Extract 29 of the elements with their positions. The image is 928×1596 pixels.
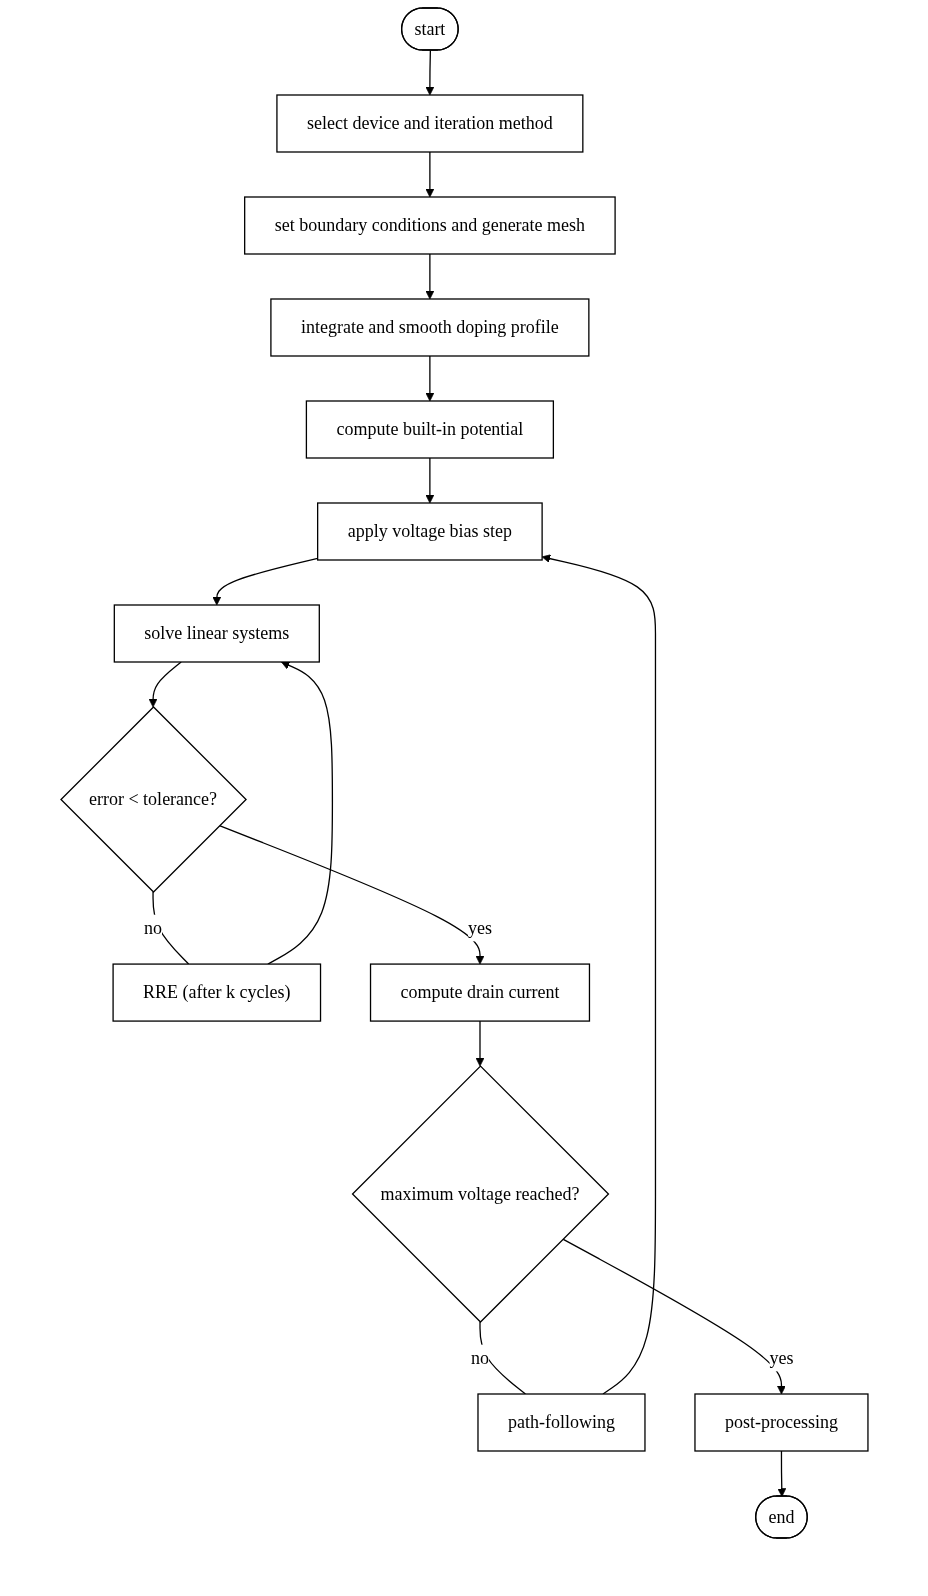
edge-label: yes	[467, 917, 492, 938]
arrow	[218, 825, 484, 965]
node-diamond: maximum voltage reached?	[351, 1065, 609, 1323]
arrow	[266, 661, 333, 965]
arrow	[776, 1450, 786, 1497]
arrow	[425, 253, 434, 300]
edge-label: yes	[768, 1347, 793, 1368]
arrow	[475, 1020, 484, 1067]
arrow	[211, 557, 318, 606]
arrow	[425, 49, 434, 96]
node-box: integrate and smooth doping profile	[269, 298, 589, 357]
edge-label: no	[470, 1347, 489, 1368]
arrow	[425, 355, 434, 402]
arrow	[425, 151, 434, 198]
arrow	[541, 554, 656, 1395]
node-box: solve linear systems	[113, 604, 320, 663]
node-box: select device and iteration method	[275, 94, 583, 153]
node-box: compute drain current	[369, 963, 590, 1022]
edge-label: no	[143, 917, 162, 938]
node-box: path-following	[476, 1393, 646, 1452]
arrow	[148, 661, 182, 708]
node-box: apply voltage bias step	[316, 502, 543, 561]
node-box: RRE (after k cycles)	[111, 963, 321, 1022]
arrow	[425, 457, 434, 504]
arrow	[561, 1238, 786, 1395]
node-box: compute built-in potential	[305, 400, 554, 459]
node-diamond: error < tolerance?	[59, 706, 247, 893]
node-box: post-processing	[693, 1393, 869, 1452]
node-box: set boundary conditions and generate mesh	[243, 196, 616, 255]
